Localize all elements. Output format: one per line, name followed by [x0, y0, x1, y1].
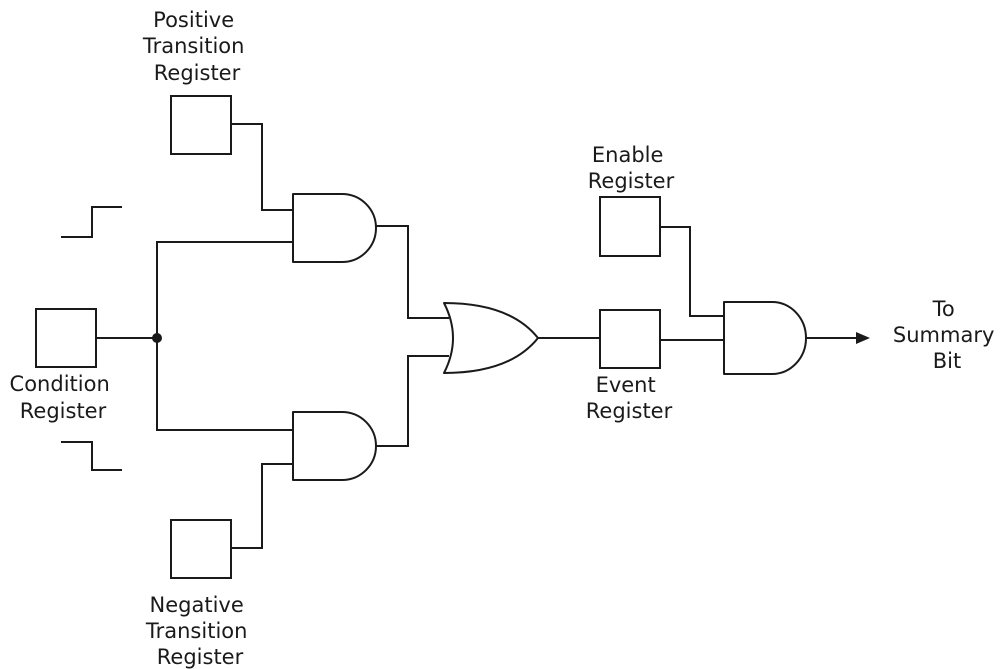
wire-junction-to-and-top — [156, 241, 294, 339]
falling-edge-symbol — [61, 441, 122, 471]
or-gate — [443, 302, 539, 374]
enable-register-box — [599, 196, 661, 257]
wire-enable-to-and-right — [659, 226, 725, 317]
and-gate-bottom — [292, 411, 377, 481]
event-register-label: Event Register — [586, 373, 673, 423]
and-gate-top — [292, 193, 377, 263]
positive-transition-register-box — [170, 95, 232, 155]
event-register-box — [599, 309, 661, 369]
output-arrow-icon — [856, 332, 870, 344]
condition-register-label: Condition Register — [10, 372, 117, 423]
negative-transition-register-box — [170, 519, 232, 579]
wire-ntr-to-and-bottom — [230, 463, 294, 549]
rising-edge-symbol — [61, 206, 122, 238]
enable-register-label: Enable Register — [588, 143, 675, 193]
and-gate-right — [723, 301, 807, 375]
junction-dot — [152, 333, 162, 343]
wire-and-top-to-or — [375, 225, 449, 319]
positive-transition-register-label: Positive Transition Register — [142, 8, 251, 85]
condition-register-box — [35, 308, 97, 368]
wire-and-bottom-to-or — [375, 355, 449, 447]
wire-junction-to-and-bottom — [156, 337, 294, 431]
output-summary-bit-label: To Summary Bit — [893, 297, 1001, 373]
wire-ptr-to-and-top — [230, 123, 294, 211]
negative-transition-register-label: Negative Transition Register — [145, 593, 254, 669]
